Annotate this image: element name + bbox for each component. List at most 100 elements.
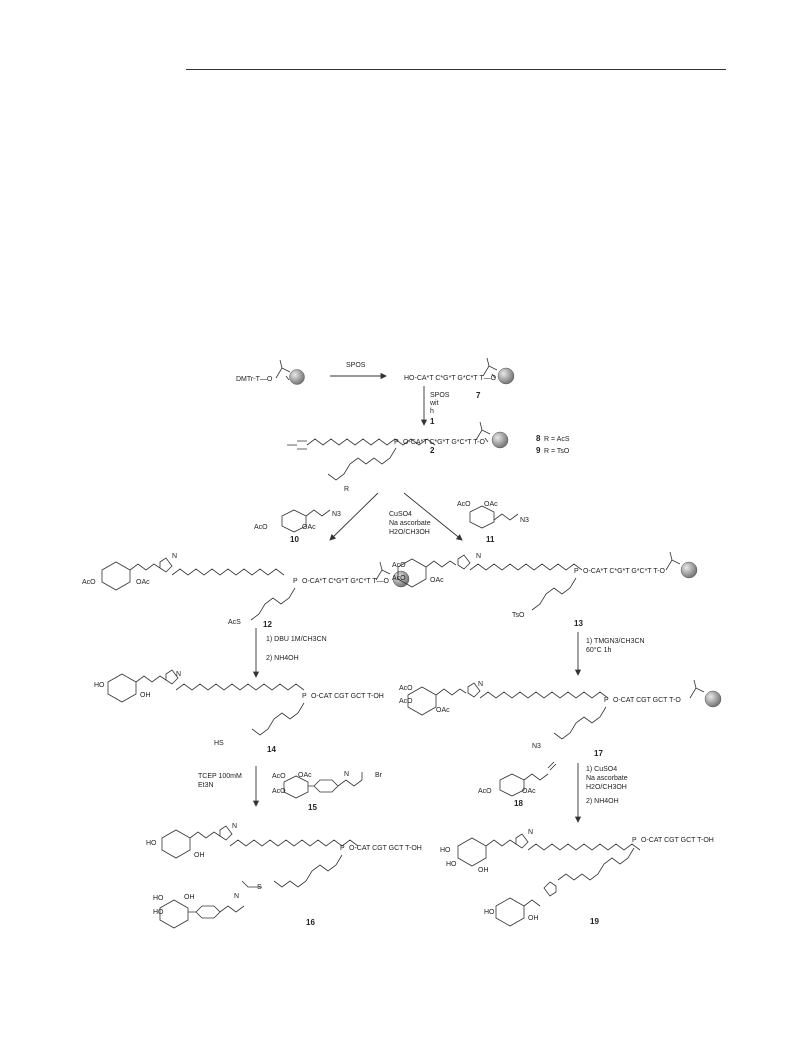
hydroxy-label-19a: HO: [440, 847, 451, 854]
acetoxy-label-18a: AcO: [478, 788, 492, 795]
triazole-n-14: N: [176, 671, 181, 678]
galactose-ring-11: [469, 505, 519, 529]
galactoside-amide-15: [283, 772, 363, 799]
thiol-label-14: HS: [214, 740, 224, 747]
ester-linker: [375, 561, 391, 581]
phosphate-p-17: P: [604, 697, 609, 704]
r-peg-chain: [327, 447, 397, 481]
hydroxy-label-19b: HO: [446, 861, 457, 868]
r-group-label: R: [344, 486, 349, 493]
tosylate-chain-13: [531, 577, 577, 611]
compound-17-label: 17: [594, 749, 603, 758]
compound-9-definition: R = TsO: [544, 448, 570, 455]
reagent-spos-2a: SPOS: [430, 392, 450, 399]
peg-chain-13: [469, 563, 583, 571]
ester-linker: [482, 357, 498, 379]
compound-16-label: 16: [306, 918, 315, 927]
reagent-click-left-2: Na ascorbate: [389, 520, 431, 527]
azide-label-10: N3: [332, 511, 341, 518]
compound-7-label: 7: [476, 391, 481, 400]
fucose-ring-19: [495, 897, 541, 927]
acetoxy-label-15c: OAc: [298, 772, 312, 779]
phosphate-p-12: P: [293, 578, 298, 585]
reagent-spos-2b: wit: [429, 400, 439, 407]
compound-14-label: 14: [267, 745, 276, 754]
sequence-16: O-CAT CGT GCT T-OH: [349, 845, 422, 852]
compound-13-label: 13: [574, 619, 583, 628]
reagent-click-right-2: Na ascorbate: [586, 775, 628, 782]
start-sequence: DMTr-T—O: [236, 376, 273, 383]
acetoxy-label-17a: AcO: [399, 685, 413, 692]
hydroxy-label-14b: OH: [140, 692, 151, 699]
compound-18-label: 18: [514, 799, 523, 808]
reagent-deprotect-1: 1) DBU 1M/CH3CN: [266, 636, 327, 643]
hydroxy-label-16b: OH: [194, 852, 205, 859]
triazole-n-17: N: [478, 681, 483, 688]
galactose-triazole-13: [397, 554, 471, 588]
resin-bead-icon: [704, 690, 722, 708]
acetoxy-label-17b: AcO: [399, 698, 413, 705]
compound-9-label: 9: [536, 446, 541, 455]
fucose-alkyne-18: [499, 761, 557, 797]
compound-12-label: 12: [263, 620, 272, 629]
hydroxy-label-16e: OH: [184, 894, 195, 901]
peg-chain-19: [527, 843, 641, 851]
hydroxy-label-19d: HO: [484, 909, 495, 916]
azide-label-17: N3: [532, 743, 541, 750]
acetoxy-label-13c: OAc: [430, 577, 444, 584]
resin-bead-icon: [680, 561, 698, 579]
peg-chain-16: [229, 839, 359, 847]
hydroxy-label-16c: HO: [153, 895, 164, 902]
resin-bead-icon: [289, 369, 305, 385]
thiol-chain-14: [251, 702, 305, 736]
hydroxy-label-16d: HO: [153, 909, 164, 916]
reagent-deprotect-2: 2) NH4OH: [266, 655, 299, 662]
compound-8-label: 8: [536, 434, 541, 443]
compound-15-label: 15: [308, 803, 317, 812]
galactose-triazole-19: [457, 833, 529, 867]
compound-8-definition: R = AcS: [544, 436, 570, 443]
arrow-to-12: [329, 492, 379, 541]
amide-nh-16: N: [234, 893, 239, 900]
resin-bead-icon: [491, 431, 509, 449]
ester-linker: [275, 359, 291, 381]
fucose-triazole-14: [107, 669, 179, 703]
reagent-spos-2d: 1: [430, 417, 435, 426]
reagent-click-right-4: 2) NH4OH: [586, 798, 619, 805]
ester-linker: [665, 551, 681, 571]
compound-10-label: 10: [290, 535, 299, 544]
reagent-click-right-1: 1) CuSO4: [586, 766, 617, 773]
thioether-chain-16: [241, 854, 343, 888]
acetoxy-label-10a: AcO: [254, 524, 268, 531]
compound-19-label: 19: [590, 917, 599, 926]
acetoxy-label-11b: OAc: [484, 501, 498, 508]
hydroxy-label-14a: HO: [94, 682, 105, 689]
azide-label-11: N3: [520, 517, 529, 524]
acetoxy-label-12: AcO: [82, 579, 96, 586]
acetoxy-label-13b: AcO: [392, 575, 406, 582]
triazole-n-19: N: [528, 829, 533, 836]
phosphate-p: P: [394, 439, 399, 446]
sequence-19: O-CAT CGT GCT T-OH: [641, 837, 714, 844]
resin-bead-icon: [497, 367, 515, 385]
header-rule: [186, 69, 726, 70]
compound-2-label: 2: [430, 446, 435, 455]
reagent-spos-1: SPOS: [346, 362, 366, 369]
hydroxy-label-19c: OH: [478, 867, 489, 874]
sequence-2: O-CA*T C*G*T G*C*T T-O: [403, 439, 485, 446]
amide-nh-15: N: [344, 771, 349, 778]
peg-chain-12: [171, 568, 285, 576]
alkyne-peg-chain: [287, 438, 436, 450]
ester-linker: [689, 679, 705, 699]
sequence-7: HO-CA*T C*G*T G*C*T T—O: [404, 375, 497, 382]
sequence-14: O-CAT CGT GCT T-OH: [311, 693, 384, 700]
reagent-click-right-3: H2O/CH3OH: [586, 784, 627, 791]
azide-chain-17: [553, 706, 607, 740]
peg-chain-17: [479, 691, 609, 699]
reagent-spos-2c: h: [430, 408, 434, 415]
acetoxy-label-15a: AcO: [272, 773, 286, 780]
fucose-ring-10: [281, 509, 331, 533]
phosphate-p-13: P: [574, 568, 579, 575]
peg-chain-14: [175, 683, 305, 691]
